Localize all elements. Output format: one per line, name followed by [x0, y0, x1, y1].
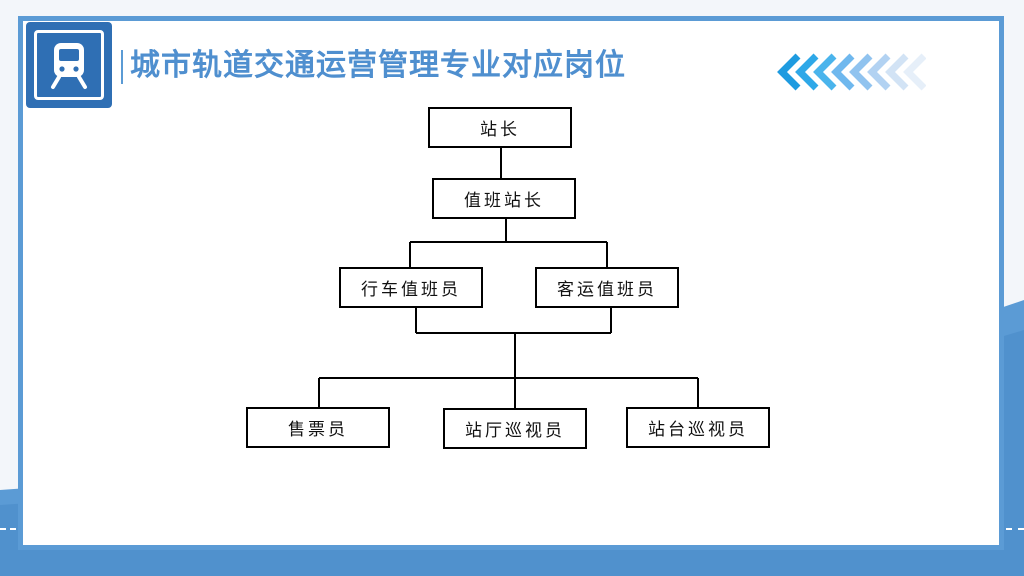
node-traffic-duty-officer: 行车值班员 — [339, 267, 483, 308]
node-passenger-duty-officer: 客运值班员 — [535, 267, 679, 308]
dashed-line-left — [0, 528, 16, 530]
node-duty-station-master: 值班站长 — [432, 178, 576, 219]
node-platform-patroller: 站台巡视员 — [626, 407, 770, 448]
page-title: 城市轨道交通运营管理专业对应岗位 — [130, 48, 626, 83]
chevron-arrows-icon — [777, 53, 926, 91]
node-ticket-seller: 售票员 — [246, 407, 390, 448]
title-accent-bar — [121, 50, 123, 84]
node-station-master: 站长 — [428, 107, 572, 148]
node-hall-patroller: 站厅巡视员 — [443, 408, 587, 449]
train-icon — [51, 43, 87, 89]
train-logo — [26, 22, 112, 108]
logo-frame — [34, 30, 104, 100]
dashed-line-right — [1006, 528, 1024, 530]
slide-card — [18, 16, 1004, 550]
